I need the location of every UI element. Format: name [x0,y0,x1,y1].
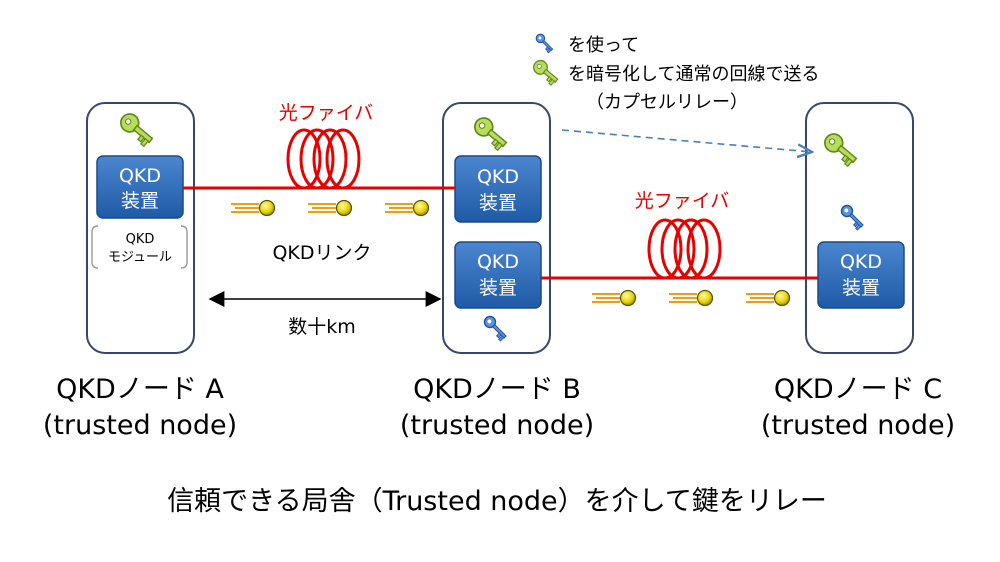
legend-line1: を使って [568,35,639,56]
module-bracket-left [91,225,99,269]
module-line2: モジュール [108,250,172,265]
green-key-icon [530,57,562,87]
module-line1: QKD [126,232,155,247]
legend-line2: を暗号化して通常の回線で送る [568,64,819,85]
qkd-device-c [817,241,905,309]
caption: 信頼できる局舎（Trusted node）を介して鍵をリレー [167,486,827,517]
node-b-sub: (trusted node) [400,410,594,441]
capsule-relay-arrow [561,129,812,152]
photon-icon [307,199,353,217]
qkd-device-b2 [454,241,542,309]
legend-line3: （カプセルリレー） [586,92,748,113]
node-a-sub: (trusted node) [43,410,237,441]
node-a-label: QKDノード A [56,374,224,405]
photon-icon [384,199,430,217]
fiber-coil-bc [647,218,722,280]
photon-icon [591,289,637,307]
device-a-line2: 装置 [121,190,159,212]
device-b2-line1: QKD [477,251,519,273]
qkd-link-label: QKDリンク [272,242,371,264]
device-b1-line1: QKD [477,166,519,188]
node-c-label: QKDノード C [774,374,942,405]
photon-icon [230,199,276,217]
photon-icon [745,289,791,307]
node-b-label: QKDノード B [413,374,581,405]
device-b1-line2: 装置 [479,192,517,214]
photon-icon [668,289,714,307]
fiber-coil-ab [286,128,361,190]
fiber-label-bc: 光ファイバ [635,190,730,212]
device-c-line1: QKD [840,251,882,273]
node-c-sub: (trusted node) [761,410,955,441]
fiber-label-ab: 光ファイバ [279,102,374,124]
device-b2-line2: 装置 [479,277,517,299]
device-c-line2: 装置 [842,277,880,299]
device-a-line1: QKD [119,165,161,187]
blue-key-icon [533,31,556,54]
module-bracket-right [180,225,188,269]
distance-label: 数十km [288,316,356,338]
